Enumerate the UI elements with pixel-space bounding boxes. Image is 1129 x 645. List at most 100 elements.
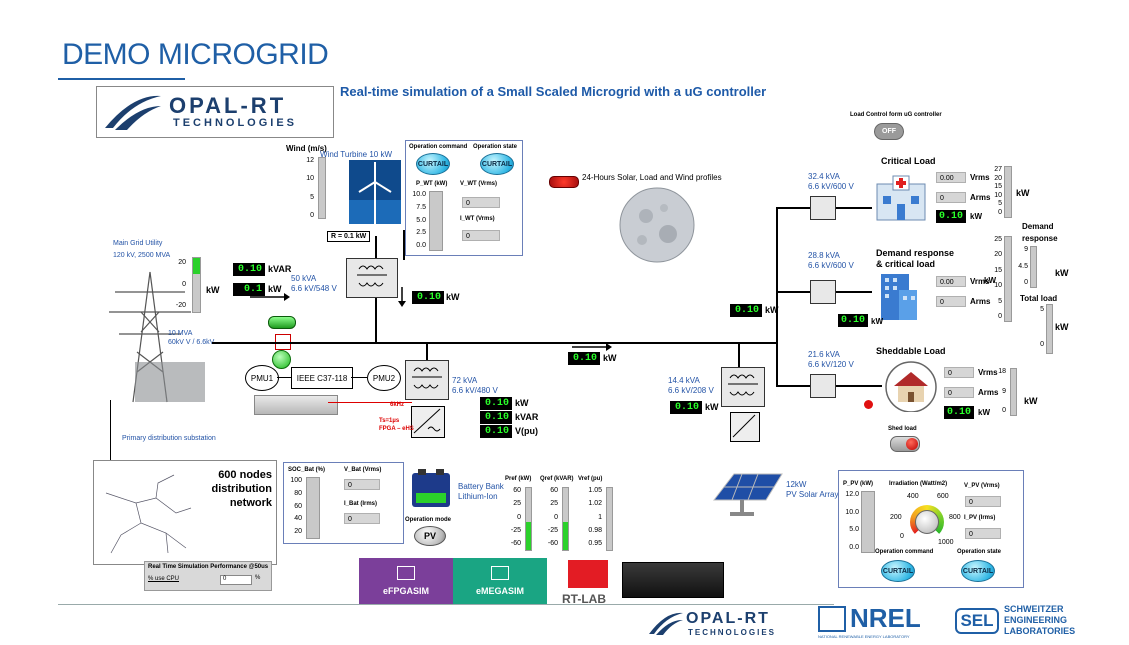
pwt-tick: 0.0 — [416, 242, 426, 249]
batt-v-value: 0.10 — [480, 425, 512, 438]
feeder-kw-value: 0.10 — [730, 304, 762, 317]
demand-vrms-value: 0.00 — [936, 276, 966, 287]
shed-transformer — [810, 374, 836, 398]
fpga-hardware-icon — [254, 395, 338, 415]
emegasim-icon — [491, 566, 509, 580]
opal-rt-logo-top: OPAL-RT TECHNOLOGIES — [96, 86, 334, 138]
qref-tick: 25 — [550, 500, 558, 508]
soc-label: SOC_Bat (%) — [288, 467, 326, 473]
demand-tick: 15 — [994, 266, 1002, 274]
transmission-tower-icon — [109, 271, 205, 403]
ppv-tick: 10.0 — [845, 508, 859, 516]
pref-tick: 0 — [517, 513, 521, 521]
page-subtitle: Real-time simulation of a Small Scaled M… — [340, 84, 767, 99]
wt-curtail-command-button[interactable]: CURTAIL — [416, 153, 450, 175]
solar-panel-icon — [712, 473, 783, 516]
critical-tick: 0 — [998, 208, 1002, 216]
batt-kvar-unit: kVAR — [515, 412, 539, 422]
pv-curtail-command-button[interactable]: CURTAIL — [881, 560, 915, 582]
qref-tick: 0 — [554, 513, 558, 521]
qref-tick: -25 — [547, 526, 558, 534]
pv-xfmr-label-2: 6.6 kV/208 V — [668, 386, 714, 395]
batt-kw-value: 0.10 — [480, 397, 512, 410]
moon-icon — [619, 187, 695, 263]
dr-unit: kW — [1055, 268, 1069, 278]
office-building-icon — [881, 274, 917, 320]
soc-tick: 20 — [294, 528, 302, 535]
qref-slider[interactable] — [562, 487, 569, 551]
pref-ticks: 60 25 0 -25 -60 — [507, 487, 521, 547]
shed-bar-unit: kW — [1024, 396, 1038, 406]
grid-kvar-unit: kVAR — [268, 264, 292, 274]
pref-label: Pref (kW) — [505, 476, 532, 482]
ipv-value: 0 — [965, 528, 1001, 539]
critical-transformer — [810, 196, 836, 220]
perf-panel: Real Time Simulation Performance @50us %… — [144, 561, 272, 591]
demand-title-2: & critical load — [876, 259, 936, 269]
pwt-tick: 7.5 — [416, 203, 426, 211]
critical-tick: 27 — [994, 166, 1002, 173]
dr-label-1: Demand — [1022, 222, 1054, 231]
opal-rt-name: OPAL-RT — [169, 93, 287, 118]
shed-xfmr-label-1: 21.6 kVA — [808, 350, 840, 359]
bus-kw-unit: kW — [603, 353, 617, 363]
pref-tick: 60 — [513, 487, 521, 494]
irradiation-knob[interactable] — [915, 510, 939, 534]
batt-kvar-value: 0.10 — [480, 411, 512, 424]
qref-label: Qref (kVAR) — [540, 476, 574, 482]
vref-slider[interactable] — [606, 487, 613, 551]
shed-tick: 9 — [1002, 387, 1006, 395]
pwt-tick: 5.0 — [416, 216, 426, 224]
op-mode-button[interactable]: PV — [414, 526, 446, 546]
irr-tick: 0 — [900, 533, 904, 540]
wind-speed-slider[interactable] — [318, 157, 326, 219]
total-ticks: 5 0 — [1034, 306, 1044, 348]
vref-tick: 0.98 — [588, 526, 602, 534]
grid-flow-arrow-icon — [250, 293, 290, 301]
dr-label-2: response — [1022, 234, 1058, 243]
shed-load-label: Shed load — [888, 426, 917, 432]
demand-bar — [1004, 236, 1012, 322]
profile-toggle-label: 24-Hours Solar, Load and Wind profiles — [582, 173, 722, 182]
pwt-tick: 2.5 — [416, 229, 426, 237]
grid-bar-unit: kW — [206, 285, 220, 295]
grid-bar-ticks: 20 0 -20 — [174, 259, 186, 309]
grid-bar-tick: 20 — [178, 259, 186, 266]
pv-transformer — [721, 367, 765, 407]
pwt-bar — [429, 191, 443, 251]
pv-xfmr-label-1: 14.4 kVA — [668, 376, 700, 385]
shed-tick: 0 — [1002, 407, 1006, 414]
efpgasim-icon — [397, 566, 415, 580]
breaker-toggle[interactable] — [268, 316, 296, 329]
critical-xfmr-label-1: 32.4 kVA — [808, 172, 840, 181]
demand-tick: 0 — [998, 312, 1002, 320]
shed-load-toggle[interactable] — [890, 436, 920, 452]
irr-tick: 400 — [907, 493, 919, 500]
emegasim-label: eMEGASIM — [475, 586, 524, 596]
wt-kw-unit: kW — [446, 292, 460, 302]
wind-tick: 12 — [306, 157, 314, 164]
vpv-value: 0 — [965, 496, 1001, 507]
profile-toggle[interactable] — [549, 176, 579, 188]
pref-slider[interactable] — [525, 487, 532, 551]
demand-kw-value: 0.10 — [838, 314, 868, 327]
pref-tick: -60 — [510, 540, 521, 547]
batt-xfmr-label-1: 72 kVA — [452, 376, 478, 385]
batt-transformer — [405, 360, 449, 400]
wind-panel: Operation command Operation state CURTAI… — [405, 140, 523, 256]
vref-tick: 1.05 — [588, 487, 602, 494]
house-icon — [885, 361, 937, 412]
load-control-toggle[interactable]: OFF — [874, 123, 904, 140]
demand-tick: 5 — [998, 297, 1002, 305]
wt-flow-arrow-icon — [398, 287, 406, 307]
irradiation-knob-area: 400 600 200 800 0 1000 — [890, 493, 961, 559]
battery-bank-label-1: Battery Bank — [458, 482, 504, 491]
total-load-bar — [1046, 304, 1053, 354]
cpu-label: % use CPU — [148, 576, 180, 582]
title-underline — [58, 78, 185, 80]
shed-arms-unit: Arms — [978, 388, 999, 397]
qref-ticks: 60 25 0 -25 -60 — [544, 487, 558, 547]
critical-xfmr-label-2: 6.6 kV/600 V — [808, 182, 854, 191]
demand-tick: 10 — [994, 282, 1002, 290]
ppv-ticks: 12.0 10.0 5.0 0.0 — [841, 491, 859, 551]
